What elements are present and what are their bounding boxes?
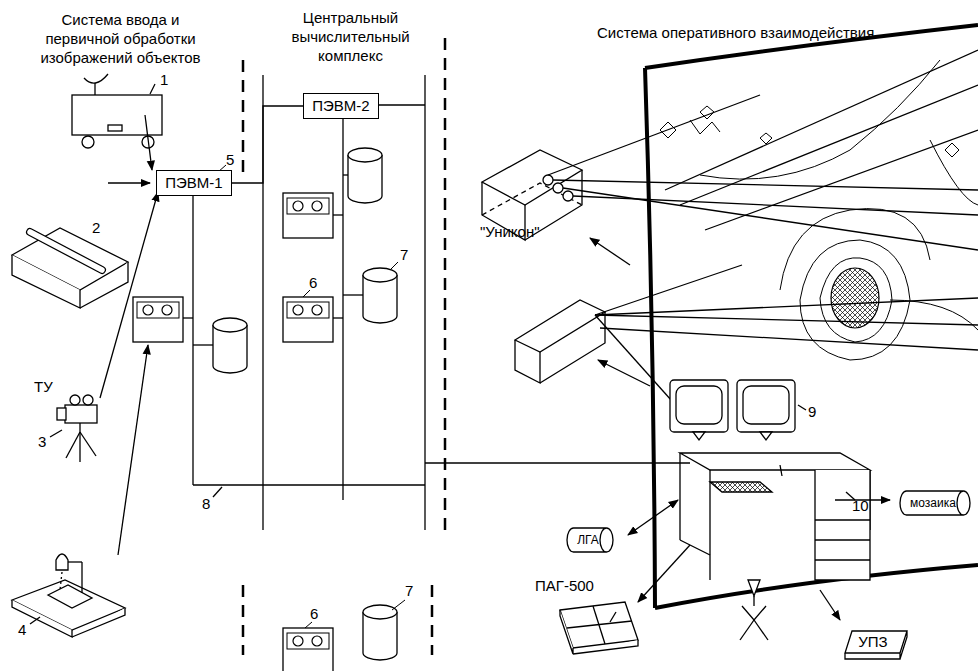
callout-number: 2 <box>92 218 100 237</box>
digitizer-table <box>12 345 148 637</box>
section-divider <box>243 38 445 655</box>
drum-scanner <box>12 183 150 308</box>
section-heading: Система оперативного взаимодействия <box>597 23 874 42</box>
output-device: УПЗ <box>844 630 908 660</box>
callout-number: 4 <box>18 620 26 639</box>
projectors <box>482 95 978 410</box>
callout-number: 1 <box>160 70 168 89</box>
node-text: мозаика <box>910 496 956 510</box>
callout-number: 5 <box>226 150 234 169</box>
bus-connector <box>232 106 303 183</box>
computer-box: ПЭВМ-2 <box>303 93 379 119</box>
callout-number: 6 <box>310 604 318 623</box>
plotter <box>560 602 638 654</box>
projection-screen <box>645 25 978 608</box>
section-heading: Центральный вычислительный комплекс <box>283 8 418 65</box>
callout-number: 6 <box>309 273 317 292</box>
callout-number: 3 <box>38 432 46 451</box>
section-heading: Система ввода и первичной обработки изоб… <box>33 10 208 67</box>
bus-lines <box>180 75 690 530</box>
node-text: ПЭВМ-1 <box>165 174 222 191</box>
storage-devices <box>133 148 405 671</box>
computer-box: ПЭВМ-1 <box>156 170 232 196</box>
callout-number: 10 <box>852 496 869 515</box>
callout-number: 8 <box>202 494 210 513</box>
display-device: ЛГА <box>567 527 613 553</box>
callout-number: 9 <box>808 402 816 421</box>
operator-console <box>628 453 890 640</box>
callout-number: 7 <box>400 245 408 264</box>
device-name: ПАГ-500 <box>535 576 594 595</box>
device-name: "Уникон" <box>480 222 540 241</box>
mosaic-display: мозаика <box>900 490 970 516</box>
mobile-station <box>72 74 162 170</box>
node-text: УПЗ <box>858 633 887 650</box>
monitors <box>670 380 806 440</box>
node-text: ЛГА <box>577 533 599 547</box>
node-text: ПЭВМ-2 <box>312 97 369 114</box>
callout-number: 7 <box>405 581 413 600</box>
tv-camera <box>50 192 158 462</box>
device-name: ТУ <box>34 377 53 396</box>
